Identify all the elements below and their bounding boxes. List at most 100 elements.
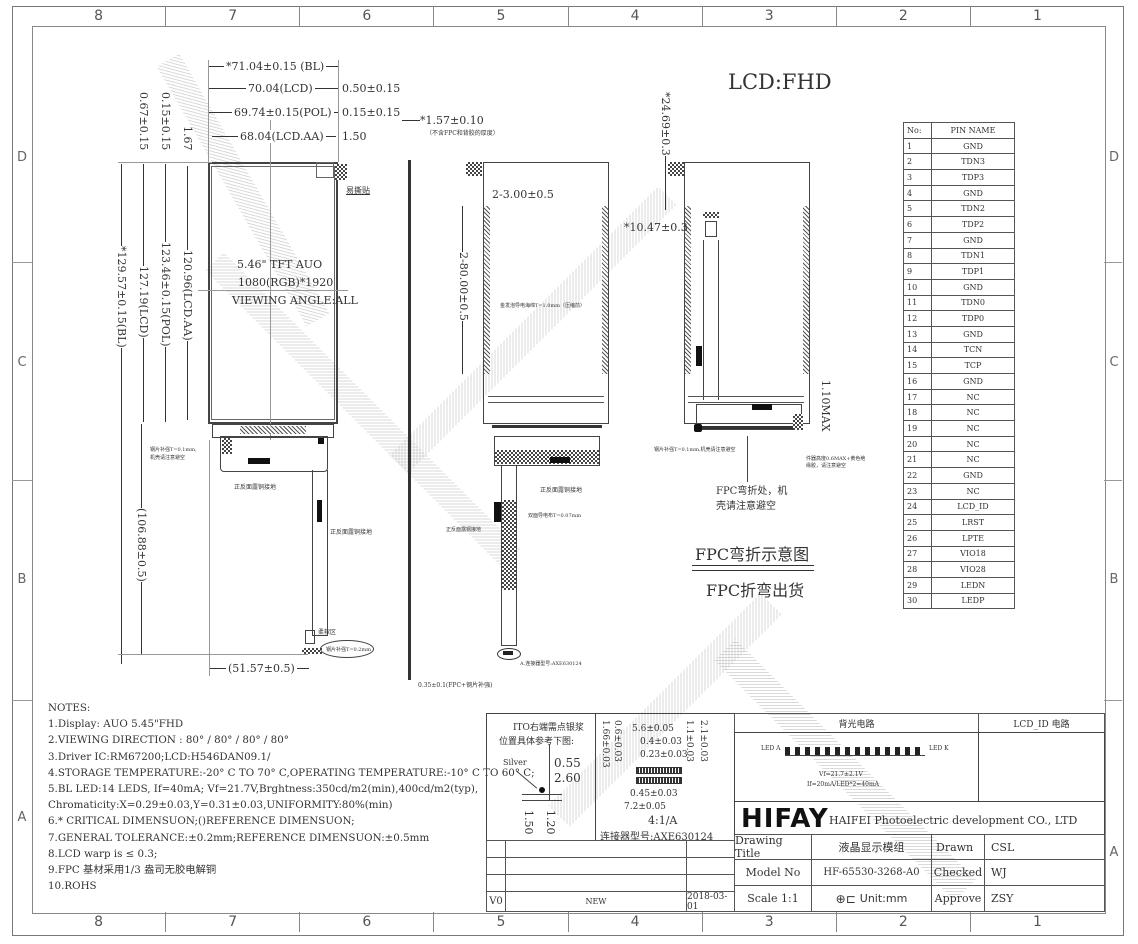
note-item: 6.* CRITICAL DIMENSUON;()REFERENCE DIMEN… [48,815,355,828]
side-profile [408,160,411,680]
connector-detail-box: 1.66±0.03 0.6±0.03 1.1±0.03 2.1±0.03 5.6… [595,713,735,843]
connector-label: A.连接器型号:AXE630124 [520,661,582,667]
drawn-value: CSL [984,834,1105,860]
bend-note-1: FPC弯折处，机 [716,486,788,497]
dim-left-1: 0.67±0.15 [137,92,150,151]
conductive-tape-right-bent [803,206,809,374]
dim-right-2: 0.15±0.15 [342,106,401,119]
copper-ground-pad-back [550,457,570,463]
dim-v4: 2.1±0.03 [698,720,708,762]
pad-bent [696,346,702,366]
dim-bl-height: *129.57±0.15(BL) [115,246,128,348]
steel-stiffener-label: 钢片补强T=0.2mm [326,647,371,653]
pin-name: TDN0 [931,294,1015,312]
note-item: 3.Driver IC:RM67200;LCD:H546DAN09.1/ [48,750,271,763]
model-label: Model No [734,859,812,886]
pin-name: VIO18 [931,545,1015,563]
pin-name: NC [931,482,1015,500]
led-a-label: LED A [761,745,781,752]
pin-no: 3 [903,169,932,186]
pin-no: 15 [903,357,932,374]
zone-col: 7 [166,6,301,26]
dim-line [402,120,420,121]
pin-name: GND [931,184,1015,202]
zone-columns-bottom: 8 7 6 5 4 3 2 1 [32,912,1104,932]
zone-row-b-left: B [17,572,27,587]
double-side-label: 双面导电布T=0.07mm [528,513,582,519]
dim-line-bl-height [121,164,122,664]
dim-v1: 1.66±0.03 [600,720,610,768]
zone-col: 5 [434,6,569,26]
zone-col: 7 [166,912,301,932]
pin-no: 18 [903,404,932,422]
pin-name: NC [931,435,1015,453]
checked-label: Checked [931,859,985,886]
zone-row-c-right: C [1109,355,1119,370]
dim-pol-width: 69.74±0.15(POL) [232,106,334,119]
projection-symbol-icon: ⊕⊏ [835,891,856,906]
company-row: HIFAY HAIFEI Photoelectric development C… [734,801,1105,835]
backlight-title: 背光电路 [734,713,979,733]
dim-d5: 7.2±0.05 [624,802,666,812]
pin-name: LPTE [931,529,1015,547]
pin-name: TCN [931,341,1015,359]
ship-title: FPC折弯出货 [706,581,805,600]
copper-ground-left-label: 正反面露铜接地 [446,527,482,533]
rev-cell [486,857,506,875]
pin-name: GND [931,325,1015,343]
fpc-edge [703,240,704,400]
zone-row-c-left: C [17,355,27,370]
dim-fpc-width: (51.57±0.5) [226,662,297,675]
dim-2-60: 2.60 [554,771,581,785]
pin-name: NC [931,404,1015,422]
title-underline [692,570,814,571]
pin-name: NC [931,388,1015,406]
connector-ellipse [497,648,521,660]
pin-name: TCP [931,357,1015,374]
dim-v2: 0.6±0.03 [612,720,622,762]
drawing-title-lcd-fhd: LCD:FHD [728,70,832,94]
silver-label: Silver [503,758,527,767]
steel-note-1: 钢片补强T=0.1mm, [150,447,197,453]
zone-row-a-left: A [17,810,27,825]
ext-line [208,60,209,162]
led-k-label: LED K [929,745,949,752]
connector-box-bent [705,221,717,237]
dim-pol-height: 123.46±0.15(POL) [159,242,172,347]
line [488,396,604,397]
tear-tab-bent [668,162,684,176]
pad [318,438,324,444]
pin-no: 28 [903,561,932,578]
bend-note-2: 壳请注意避空 [716,501,776,512]
pin-name: TDN2 [931,200,1015,218]
pin-name: GND [931,231,1015,249]
zone-divider [1104,700,1122,701]
led-string [785,747,925,756]
pin-name: VIO28 [931,561,1015,578]
dim-d3: 0.23±0.03 [640,750,688,760]
lcd-outline [208,162,338,424]
conductive-tape-right [602,206,608,374]
dim-fpc-thickness: 0.35±0.1(FPC+钢片补强) [418,682,493,689]
pin-no: 14 [903,341,932,359]
zone-col: 1 [1032,8,1042,24]
steel-bent [694,424,702,432]
note-item: 2.VIEWING DIRECTION : 80° / 80° / 80° / … [48,734,289,747]
dim-top-offset: *24.69±0.3 [659,92,672,156]
zone-col: 3 [703,6,837,26]
rev-cell [505,857,687,875]
bond-line-bent [696,426,802,429]
dim-d4: 0.45±0.03 [630,789,678,799]
pin-name: TDP0 [931,310,1015,327]
tear-tab [335,164,347,180]
dim-right-1: 0.50±0.15 [342,82,401,95]
fpc-tail [312,470,328,636]
